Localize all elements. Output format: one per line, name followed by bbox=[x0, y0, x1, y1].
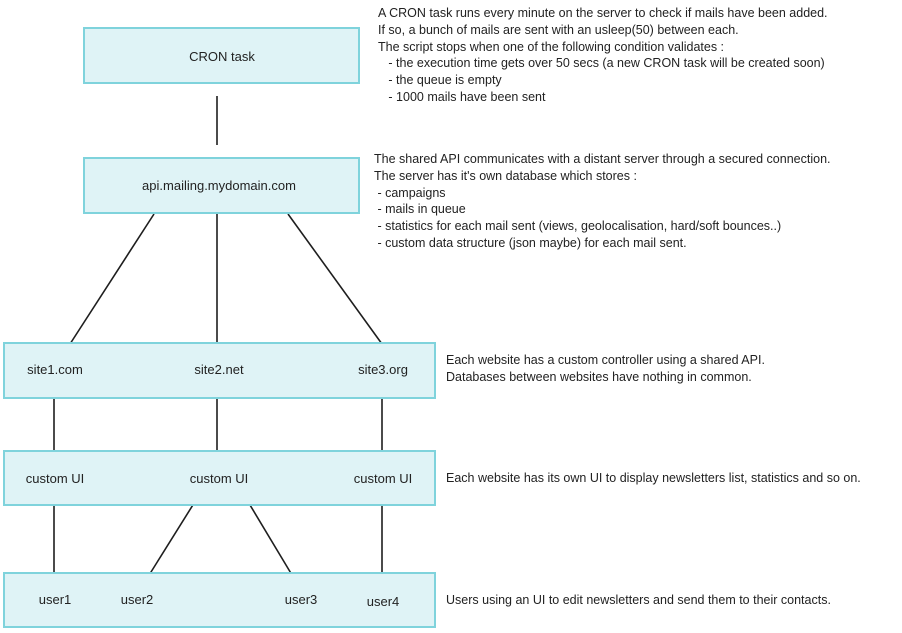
custom-ui-label-2: custom UI bbox=[189, 471, 249, 486]
user3-label: user3 bbox=[284, 592, 318, 607]
note-line: - 1000 mails have been sent bbox=[378, 89, 546, 104]
edge-ui2-user2 bbox=[145, 499, 197, 581]
cron-note: A CRON task runs every minute on the ser… bbox=[378, 5, 828, 106]
users-box bbox=[3, 572, 436, 628]
api-label: api.mailing.mydomain.com bbox=[142, 178, 296, 193]
note-line: - statistics for each mail sent (views, … bbox=[374, 219, 782, 234]
user1-label: user1 bbox=[38, 592, 72, 607]
sites-note: Each website has a custom controller usi… bbox=[446, 352, 765, 386]
cron-task-box bbox=[83, 27, 360, 84]
api-note: The shared API communicates with a dista… bbox=[374, 151, 831, 252]
custom-ui-label-3: custom UI bbox=[353, 471, 413, 486]
note-line: - campaigns bbox=[374, 185, 446, 200]
edge-api-site1 bbox=[69, 213, 155, 345]
site1-label: site1.com bbox=[27, 362, 83, 377]
note-line: - mails in queue bbox=[374, 202, 466, 217]
note-line: If so, a bunch of mails are sent with an… bbox=[378, 22, 739, 37]
user4-label: user4 bbox=[366, 594, 400, 609]
note-line: The server has it's own database which s… bbox=[374, 168, 637, 183]
api-box bbox=[83, 157, 360, 214]
note-line: - custom data structure (json maybe) for… bbox=[374, 235, 687, 250]
note-line: Each website has its own UI to display n… bbox=[446, 471, 861, 485]
cron-task-label: CRON task bbox=[189, 49, 255, 64]
users-note: Users using an UI to edit newsletters an… bbox=[446, 592, 831, 609]
edge-api-site3 bbox=[287, 213, 383, 345]
custom-ui-box bbox=[3, 450, 436, 506]
note-line: - the execution time gets over 50 secs (… bbox=[378, 56, 825, 71]
sites-box bbox=[3, 342, 436, 399]
note-line: - the queue is empty bbox=[378, 73, 502, 88]
site3-label: site3.org bbox=[358, 362, 408, 377]
note-line: Databases between websites have nothing … bbox=[446, 369, 752, 384]
note-line: The shared API communicates with a dista… bbox=[374, 152, 831, 166]
note-line: The script stops when one of the followi… bbox=[378, 39, 725, 54]
site2-label: site2.net bbox=[194, 362, 244, 377]
custom-ui-label-1: custom UI bbox=[25, 471, 85, 486]
ui-note: Each website has its own UI to display n… bbox=[446, 470, 861, 487]
edge-ui2-user3 bbox=[246, 499, 296, 581]
note-line: A CRON task runs every minute on the ser… bbox=[378, 6, 828, 20]
note-line: Users using an UI to edit newsletters an… bbox=[446, 593, 831, 607]
user2-label: user2 bbox=[120, 592, 154, 607]
note-line: Each website has a custom controller usi… bbox=[446, 353, 765, 367]
